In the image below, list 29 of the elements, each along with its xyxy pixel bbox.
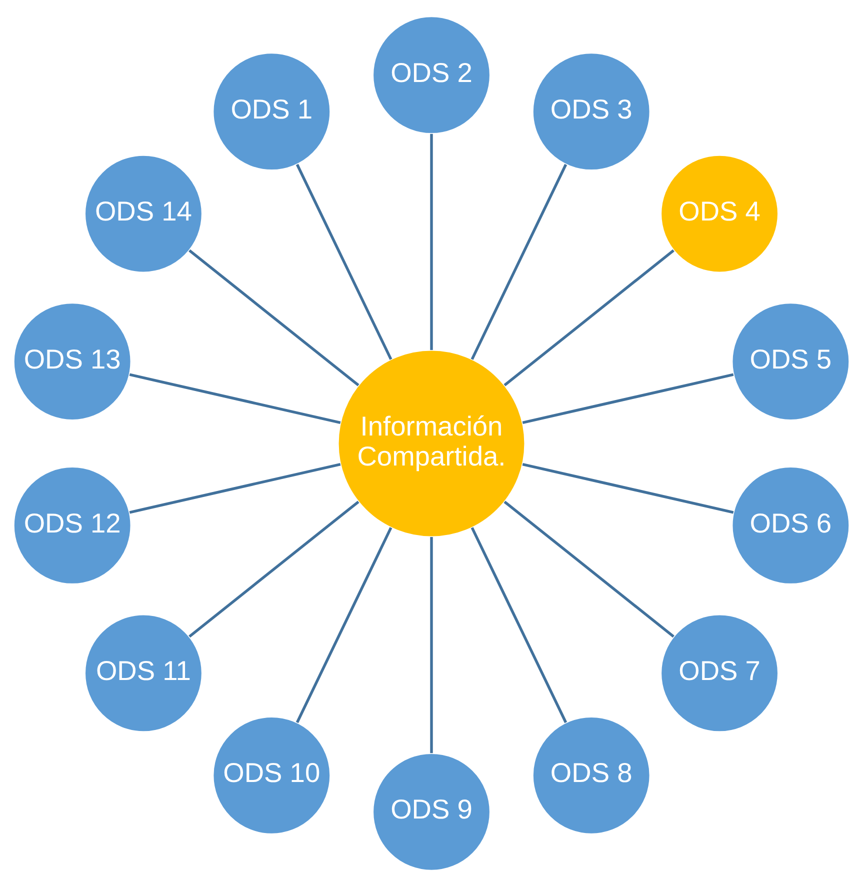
node-circle: ODS 4 [660,154,779,273]
node-circle: ODS 2 [372,15,491,134]
node-circle: ODS 11 [84,613,203,732]
node-circle: ODS 12 [13,466,132,584]
node-circle: ODS 3 [532,52,651,170]
connector [129,372,341,424]
connector [129,462,341,514]
connector [522,372,734,424]
connector [470,163,568,360]
node-circle: ODS 1 [212,52,331,170]
node-circle: ODS 13 [13,302,132,420]
connector [430,133,433,350]
node-circle: Información Compartida. [337,348,526,538]
node-circle: ODS 9 [372,752,491,871]
connector [430,536,433,753]
connector [296,526,392,723]
connector [188,248,360,386]
connector [296,163,392,360]
node-circle: ODS 10 [212,716,331,834]
connector [504,500,674,638]
node-circle: ODS 6 [731,466,850,584]
node-circle: ODS 7 [660,613,779,732]
connector [504,248,674,386]
connector [188,500,360,638]
connector [522,462,734,514]
node-circle: ODS 8 [532,716,651,834]
node-circle: ODS 5 [731,302,850,420]
node-circle: ODS 14 [84,154,203,273]
connector [470,526,568,723]
